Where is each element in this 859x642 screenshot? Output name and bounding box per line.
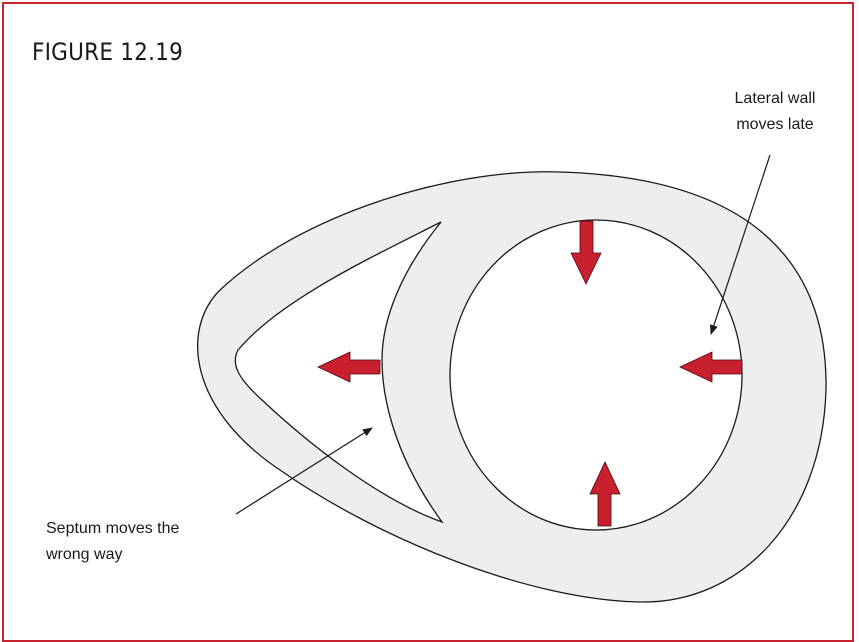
septum-label: Septum moves the wrong way	[46, 516, 266, 568]
arrow-up-bottom	[589, 461, 621, 527]
lateral-wall-label-line-1: Lateral wall	[734, 90, 816, 107]
septum-label-line-2: wrong way	[46, 546, 123, 563]
lateral-wall-label-line-2: moves late	[736, 116, 814, 133]
arrow-left-lateral-wall	[679, 351, 743, 383]
leader-line-lateral-wall	[710, 154, 771, 335]
arrow-left-septum	[317, 351, 381, 383]
leader-line-septum	[235, 427, 373, 515]
arrow-down-top	[570, 220, 602, 285]
left-ventricle-cavity	[449, 219, 743, 531]
septum-label-line-1: Septum moves the	[46, 520, 180, 537]
lateral-wall-label: Lateral wall moves late	[700, 86, 850, 138]
figure-title: FIGURE 12.19	[32, 38, 184, 66]
heart-cross-section-diagram	[197, 154, 827, 603]
